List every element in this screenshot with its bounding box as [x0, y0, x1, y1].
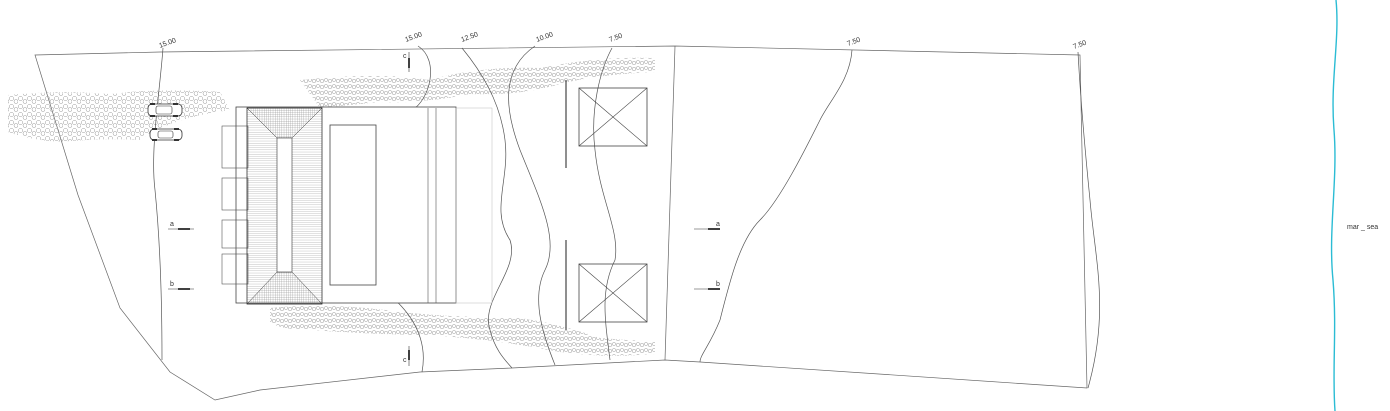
- contour-label: 7.50: [1072, 40, 1087, 51]
- plot-division-line: [664, 45, 676, 361]
- section-marks: a b a b c c: [168, 52, 720, 366]
- pool: [329, 124, 377, 286]
- car-icon: [149, 128, 183, 141]
- sea-line: [1330, 0, 1338, 411]
- contour-label: 10.00: [535, 31, 554, 44]
- contour-label: 7.50: [608, 33, 623, 44]
- contour-label-group: 15.00 15.00 12.50 10.00 7.50 7.50 7.50: [158, 31, 1087, 51]
- contour-label: 12.50: [460, 31, 479, 44]
- section-label-b: b: [170, 281, 174, 288]
- house-plan: [221, 106, 493, 305]
- stone-path-bottom: [270, 305, 655, 356]
- section-label-a: a: [170, 221, 174, 228]
- contour-lines: [153, 45, 1100, 389]
- contour-label: 7.50: [846, 37, 861, 48]
- stone-path-top: [300, 57, 655, 108]
- section-label-c: c: [403, 357, 407, 364]
- contour-label: 15.00: [404, 31, 423, 44]
- deck: [455, 107, 493, 304]
- pavilion-bottom: [565, 240, 648, 330]
- pavilion-top: [565, 80, 648, 168]
- section-label-a: a: [716, 221, 720, 228]
- contour-label: 15.00: [158, 37, 177, 50]
- section-label-b: b: [716, 281, 720, 288]
- sea-label: mar _ sea: [1347, 224, 1378, 231]
- car-icon: [147, 103, 183, 117]
- section-label-c: c: [403, 53, 407, 60]
- hipped-roof: [246, 107, 323, 305]
- stone-path-left: [8, 90, 230, 142]
